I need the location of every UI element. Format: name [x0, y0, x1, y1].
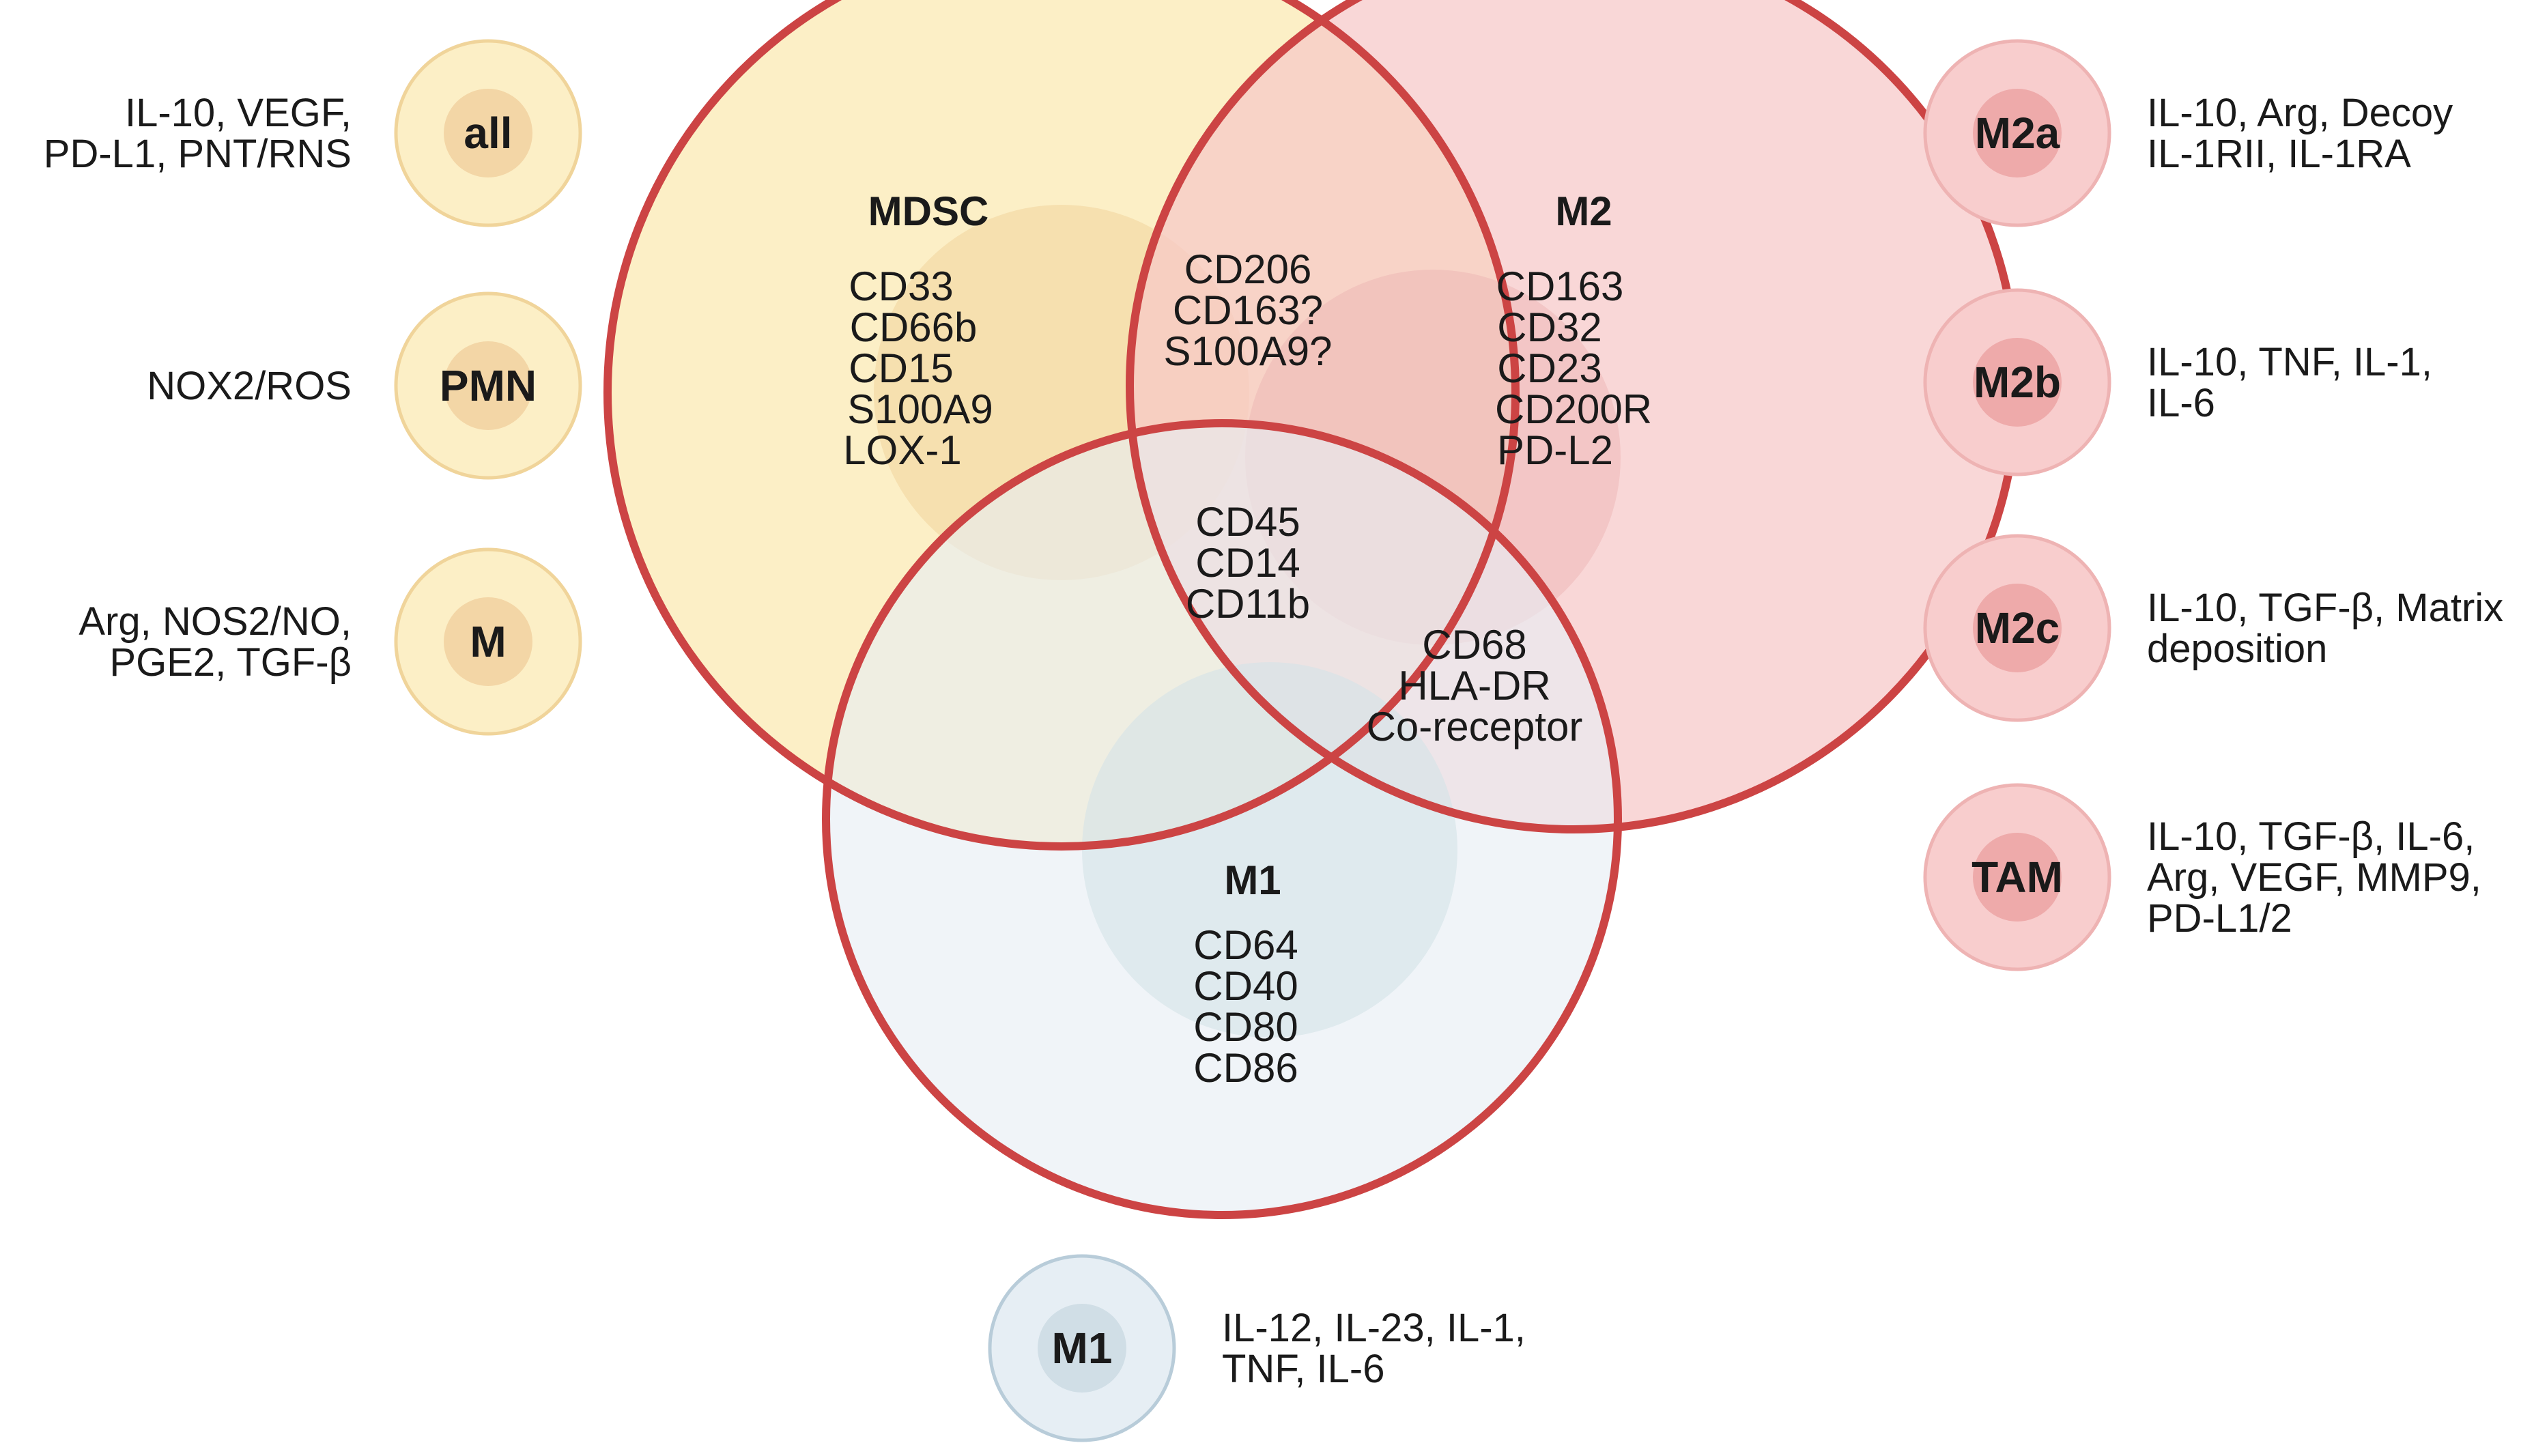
cell-label: PMN [440, 361, 537, 410]
mdsc-marker: CD15 [849, 345, 953, 391]
cell-label: M2b [1974, 358, 2061, 407]
cell-description: TNF, IL-6 [1222, 1347, 1385, 1391]
m1-title: M1 [1224, 857, 1281, 903]
m2-m1-marker: CD68 [1422, 622, 1526, 668]
m2-marker: CD32 [1497, 304, 1601, 350]
shared-marker: CD11b [1186, 581, 1310, 627]
m2-marker: CD23 [1497, 345, 1601, 391]
mdsc-cell-icon: PMN [394, 291, 582, 480]
cell-description: IL-10, TGF-β, Matrix [2147, 586, 2503, 630]
mdsc-m2-marker: S100A9? [1164, 328, 1333, 374]
cell-description: PD-L1/2 [2147, 896, 2292, 941]
m1-marker: CD80 [1193, 1004, 1298, 1050]
m1-marker: CD64 [1193, 922, 1298, 968]
m1-outline [822, 419, 1622, 1219]
cell-description: IL-10, TNF, IL-1, [2147, 340, 2432, 384]
cell-label: TAM [1971, 853, 2063, 902]
m2-cell-icon: M2b [1923, 288, 2111, 476]
mdsc-marker: LOX-1 [843, 427, 961, 473]
mdsc-m2-marker: CD206 [1184, 246, 1312, 292]
m2-cell-icon: TAM [1923, 783, 2111, 971]
cell-nucleus [444, 341, 532, 430]
cell-description: IL-6 [2147, 381, 2215, 425]
cell-description: NOX2/ROS [147, 364, 352, 408]
cell-nucleus [444, 89, 532, 177]
mdsc-marker: S100A9 [847, 386, 993, 432]
m1-inner-circle [1082, 662, 1457, 1038]
mdsc-marker: CD66b [850, 304, 978, 350]
cell-nucleus [444, 597, 532, 686]
cell-description: PGE2, TGF-β [109, 640, 352, 685]
m2-title: M2 [1555, 188, 1612, 234]
cell-label: M1 [1052, 1324, 1113, 1373]
cell-label: M2c [1975, 603, 2060, 653]
cell-description: Arg, VEGF, MMP9, [2147, 855, 2481, 900]
cell-description: Arg, NOS2/NO, [79, 599, 352, 644]
cell-description: IL-10, TGF-β, IL-6, [2147, 814, 2475, 859]
m1-cell-icon: M1 [988, 1254, 1176, 1442]
cell-description: IL-10, Arg, Decoy [2147, 91, 2453, 135]
cell-label: all [464, 109, 512, 158]
mdsc-outline [603, 0, 1520, 851]
cell-description: IL-10, VEGF, [125, 91, 352, 135]
cell-description: IL-1RII, IL-1RA [2147, 132, 2411, 176]
mdsc-m2-marker: CD163? [1173, 287, 1323, 333]
cell-nucleus [1973, 833, 2062, 922]
m1-marker: CD86 [1193, 1045, 1298, 1091]
cell-nucleus [1973, 338, 2062, 427]
m2-m1-marker: HLA-DR [1398, 663, 1550, 709]
cell-nucleus [1038, 1304, 1126, 1393]
cell-label: M [470, 617, 506, 666]
cell-nucleus [1973, 89, 2062, 177]
m2-m1-marker: Co-receptor [1367, 704, 1583, 750]
m2-marker: CD200R [1495, 386, 1652, 432]
m1-marker: CD40 [1193, 963, 1298, 1009]
shared-marker: CD14 [1195, 540, 1300, 586]
m2-cell-icon: M2a [1923, 39, 2111, 227]
cell-label: M2a [1975, 109, 2060, 158]
mdsc-cell-icon: all [394, 39, 582, 227]
m2-marker: CD163 [1496, 263, 1624, 309]
mdsc-cell-icon: M [394, 547, 582, 736]
cell-nucleus [1973, 584, 2062, 672]
shared-marker: CD45 [1195, 499, 1300, 545]
cell-description: IL-12, IL-23, IL-1, [1222, 1306, 1526, 1350]
cell-description: deposition [2147, 627, 2327, 671]
m2-cell-icon: M2c [1923, 534, 2111, 722]
m2-marker: PD-L2 [1497, 427, 1613, 473]
cell-description: PD-L1, PNT/RNS [44, 132, 352, 176]
mdsc-title: MDSC [868, 188, 989, 234]
mdsc-marker: CD33 [849, 263, 953, 309]
